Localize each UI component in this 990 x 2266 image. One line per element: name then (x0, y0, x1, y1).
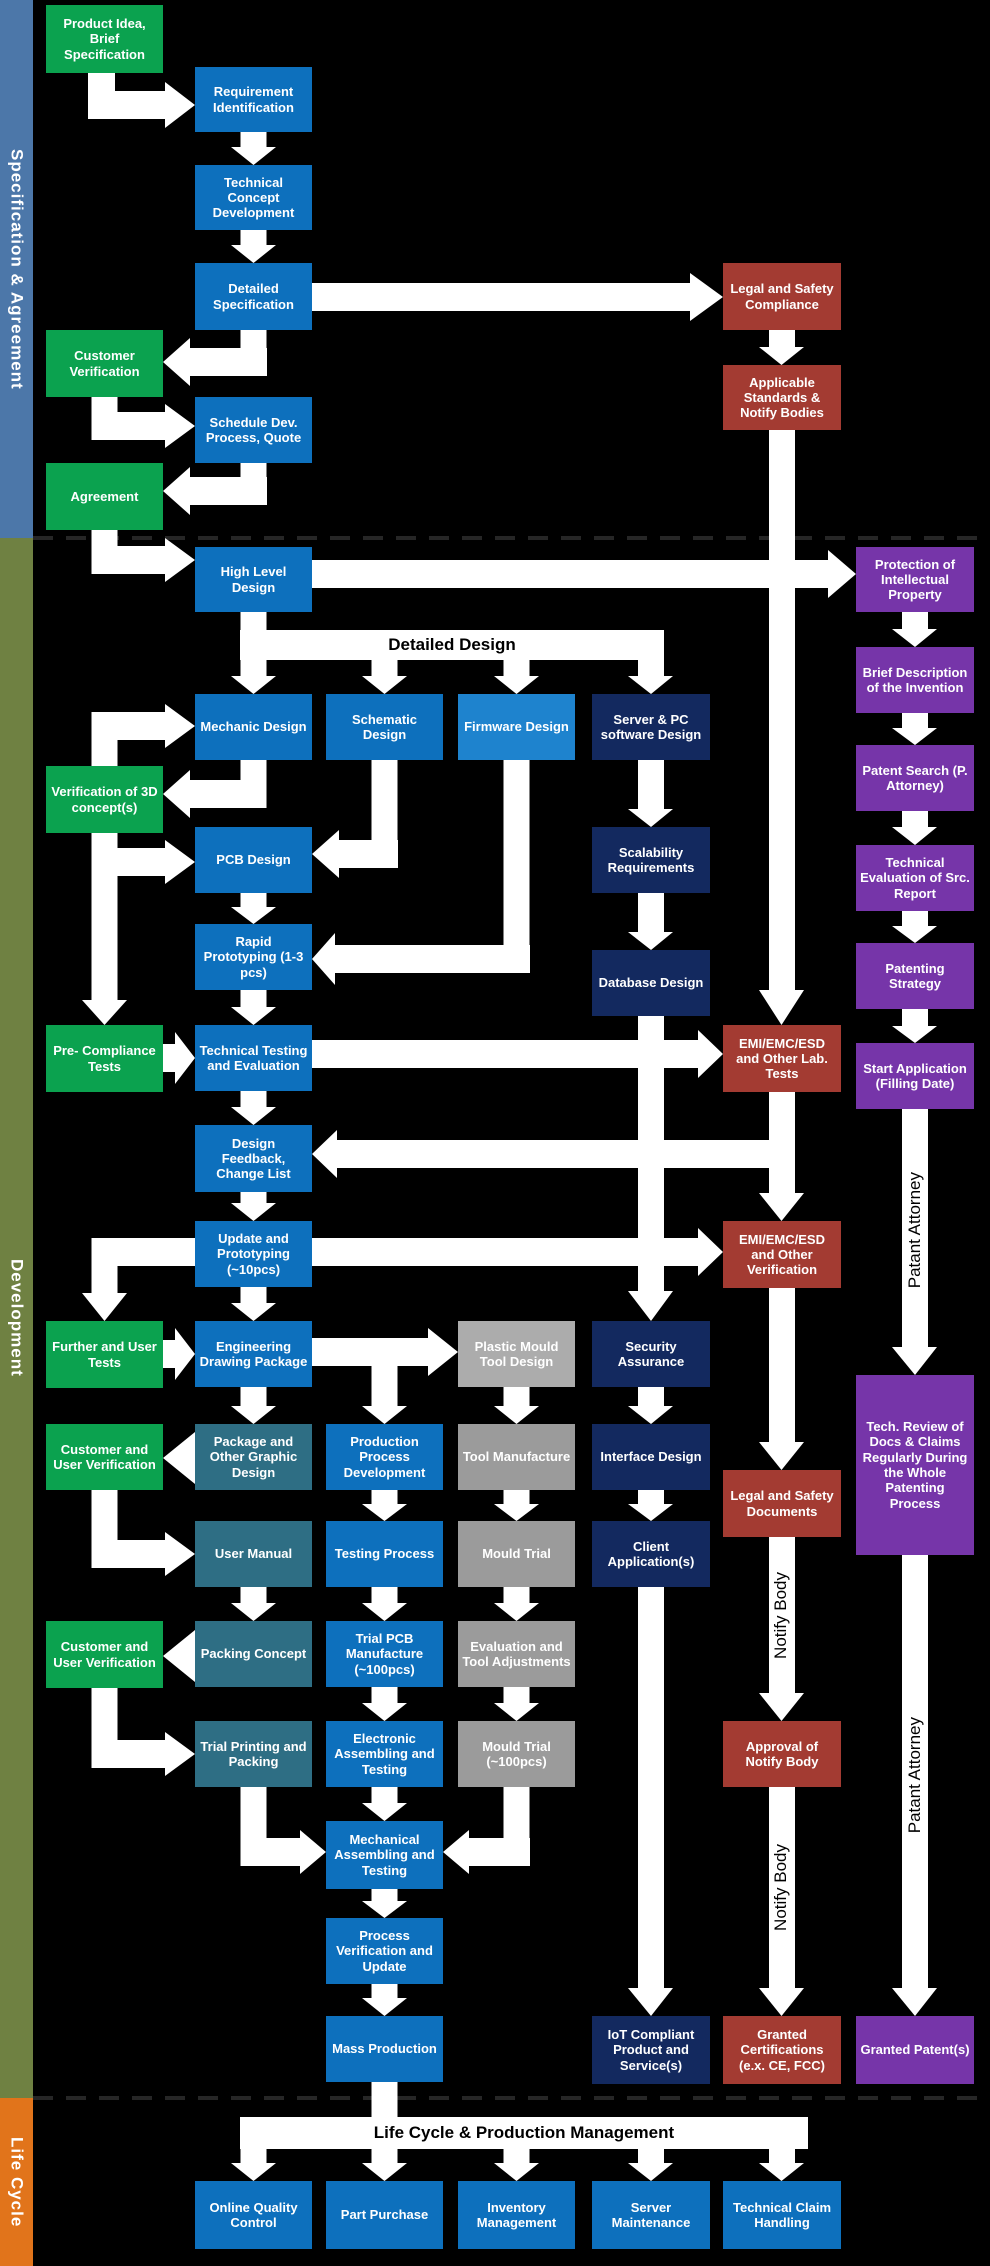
package-graphic-design: Package and Other Graphic Design (195, 1424, 312, 1490)
process-verification: Process Verification and Update (326, 1918, 443, 1984)
technical-testing: Technical Testing and Evaluation (195, 1025, 312, 1091)
legal-safety-documents: Legal and Safety Documents (723, 1470, 841, 1537)
production-process-development: Production Process Development (326, 1424, 443, 1490)
firmware-design: Firmware Design (458, 694, 575, 760)
customer-user-verification-2: Customer and User Verification (46, 1621, 163, 1688)
product-idea: Product Idea, Brief Specification (46, 5, 163, 73)
sidebar-section-label: Development (7, 1259, 27, 1377)
sidebar-section-lifecycle: Life Cycle (0, 2098, 33, 2266)
server-maintenance: Server Maintenance (592, 2181, 710, 2249)
user-manual: User Manual (195, 1521, 312, 1587)
emi-verification: EMI/EMC/ESD and Other Verification (723, 1221, 841, 1288)
verification-3d: Verification of 3D concept(s) (46, 766, 163, 833)
packing-concept: Packing Concept (195, 1621, 312, 1687)
start-application: Start Application (Filling Date) (856, 1043, 974, 1109)
security-assurance: Security Assurance (592, 1321, 710, 1387)
detailed-specification: Detailed Specification (195, 263, 312, 330)
protection-ip: Protection of Intellectual Property (856, 547, 974, 612)
granted-patents: Granted Patent(s) (856, 2016, 974, 2084)
patent-search: Patent Search (P. Attorney) (856, 745, 974, 811)
mass-production: Mass Production (326, 2016, 443, 2082)
sidebar-section-label: Life Cycle (7, 2136, 27, 2228)
mould-trial: Mould Trial (458, 1521, 575, 1587)
schematic-design: Schematic Design (326, 694, 443, 760)
evaluation-tool-adjustments: Evaluation and Tool Adjustments (458, 1621, 575, 1687)
trial-printing-packing: Trial Printing and Packing (195, 1721, 312, 1787)
emi-lab-tests: EMI/EMC/ESD and Other Lab. Tests (723, 1025, 841, 1092)
inventory-management: Inventory Management (458, 2181, 575, 2249)
applicable-standards: Applicable Standards & Notify Bodies (723, 365, 841, 430)
schedule-dev-process-quote: Schedule Dev. Process, Quote (195, 397, 312, 463)
customer-verification: Customer Verification (46, 330, 163, 397)
engineering-drawing: Engineering Drawing Package (195, 1321, 312, 1387)
approval-notify-body: Approval of Notify Body (723, 1721, 841, 1787)
patent-attorney-label-1: Patant Attorney (905, 1171, 924, 1289)
electronic-assembling: Electronic Assembling and Testing (326, 1721, 443, 1787)
database-design: Database Design (592, 950, 710, 1016)
mechanical-assembling: Mechanical Assembling and Testing (326, 1821, 443, 1889)
client-applications: Client Application(s) (592, 1521, 710, 1587)
trial-pcb-manufacture: Trial PCB Manufacture (~100pcs) (326, 1621, 443, 1687)
customer-user-verification-1: Customer and User Verification (46, 1424, 163, 1490)
phase-divider-top (33, 536, 990, 540)
legal-safety-compliance: Legal and Safety Compliance (723, 263, 841, 330)
sidebar-section-development: Development (0, 538, 33, 2098)
notify-body-label-1: Notify Body (771, 1571, 790, 1659)
patent-attorney-label-2: Patant Attorney (905, 1716, 924, 1834)
mould-trial-100: Mould Trial (~100pcs) (458, 1721, 575, 1787)
testing-process: Testing Process (326, 1521, 443, 1587)
rapid-prototyping: Rapid Prototyping (1-3 pcs) (195, 924, 312, 990)
patenting-strategy: Patenting Strategy (856, 943, 974, 1009)
tool-manufacture: Tool Manufacture (458, 1424, 575, 1490)
brief-description: Brief Description of the Invention (856, 647, 974, 713)
update-prototyping: Update and Prototyping (~10pcs) (195, 1221, 312, 1287)
design-feedback: Design Feedback, Change List (195, 1125, 312, 1192)
granted-certifications: Granted Certifications (e.x. CE, FCC) (723, 2016, 841, 2084)
technical-concept-development: Technical Concept Development (195, 165, 312, 230)
iot-compliant: IoT Compliant Product and Service(s) (592, 2016, 710, 2084)
mechanic-design: Mechanic Design (195, 694, 312, 760)
tech-review: Tech. Review of Docs & Claims Regularly … (856, 1375, 974, 1555)
interface-design: Interface Design (592, 1424, 710, 1490)
plastic-mould-tool-design: Plastic Mould Tool Design (458, 1321, 575, 1387)
pre-compliance-tests: Pre- Compliance Tests (46, 1025, 163, 1092)
sidebar-section-label: Specification & Agreement (7, 148, 27, 390)
agreement: Agreement (46, 463, 163, 530)
online-quality-control: Online Quality Control (195, 2181, 312, 2249)
phase-divider-bottom (33, 2096, 990, 2100)
technical-evaluation: Technical Evaluation of Src. Report (856, 845, 974, 911)
part-purchase: Part Purchase (326, 2181, 443, 2249)
sidebar-section-specification: Specification & Agreement (0, 0, 33, 538)
requirement-identification: Requirement Identification (195, 67, 312, 132)
life-cycle-banner: Life Cycle & Production Management (240, 2117, 808, 2149)
server-pc-software-design: Server & PC software Design (592, 694, 710, 760)
further-user-tests: Further and User Tests (46, 1321, 163, 1388)
detailed-design-banner: Detailed Design (240, 630, 664, 660)
pcb-design: PCB Design (195, 827, 312, 893)
scalability-requirements: Scalability Requirements (592, 827, 710, 893)
high-level-design: High Level Design (195, 547, 312, 612)
notify-body-label-2: Notify Body (771, 1844, 790, 1931)
technical-claim-handling: Technical Claim Handling (723, 2181, 841, 2249)
